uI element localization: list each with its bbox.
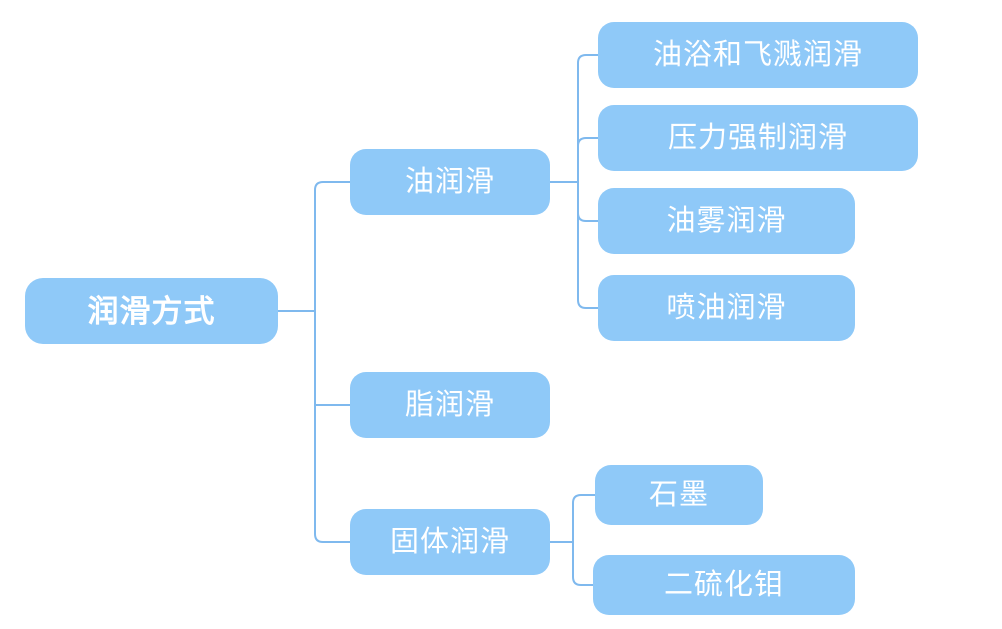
connector-root-to-oil <box>314 181 350 311</box>
connector-oil-to-jet <box>577 182 598 309</box>
node-grease-lubrication[interactable]: 脂润滑 <box>350 372 550 438</box>
node-pressure-forced-lubrication[interactable]: 压力强制润滑 <box>598 105 918 171</box>
connector-root-to-grease <box>314 311 350 406</box>
node-oil-mist-lubrication[interactable]: 油雾润滑 <box>598 188 855 254</box>
connector-solid-to-mos2 <box>572 542 593 586</box>
connector-oil-to-force <box>577 137 598 182</box>
node-solid-lubrication[interactable]: 固体润滑 <box>350 509 550 575</box>
connector-solid-to-graphite <box>572 494 595 542</box>
connector-oil-to-bath <box>577 54 598 182</box>
connector-root-to-solid <box>314 311 350 543</box>
node-oil-jet-lubrication[interactable]: 喷油润滑 <box>598 275 855 341</box>
node-root[interactable]: 润滑方式 <box>25 278 278 344</box>
node-oil-bath-and-splash-lubrication[interactable]: 油浴和飞溅润滑 <box>598 22 918 88</box>
node-graphite[interactable]: 石墨 <box>595 465 763 525</box>
node-molybdenum-disulfide[interactable]: 二硫化钼 <box>593 555 855 615</box>
connector-oil-to-mist <box>577 182 598 222</box>
node-oil-lubrication[interactable]: 油润滑 <box>350 149 550 215</box>
